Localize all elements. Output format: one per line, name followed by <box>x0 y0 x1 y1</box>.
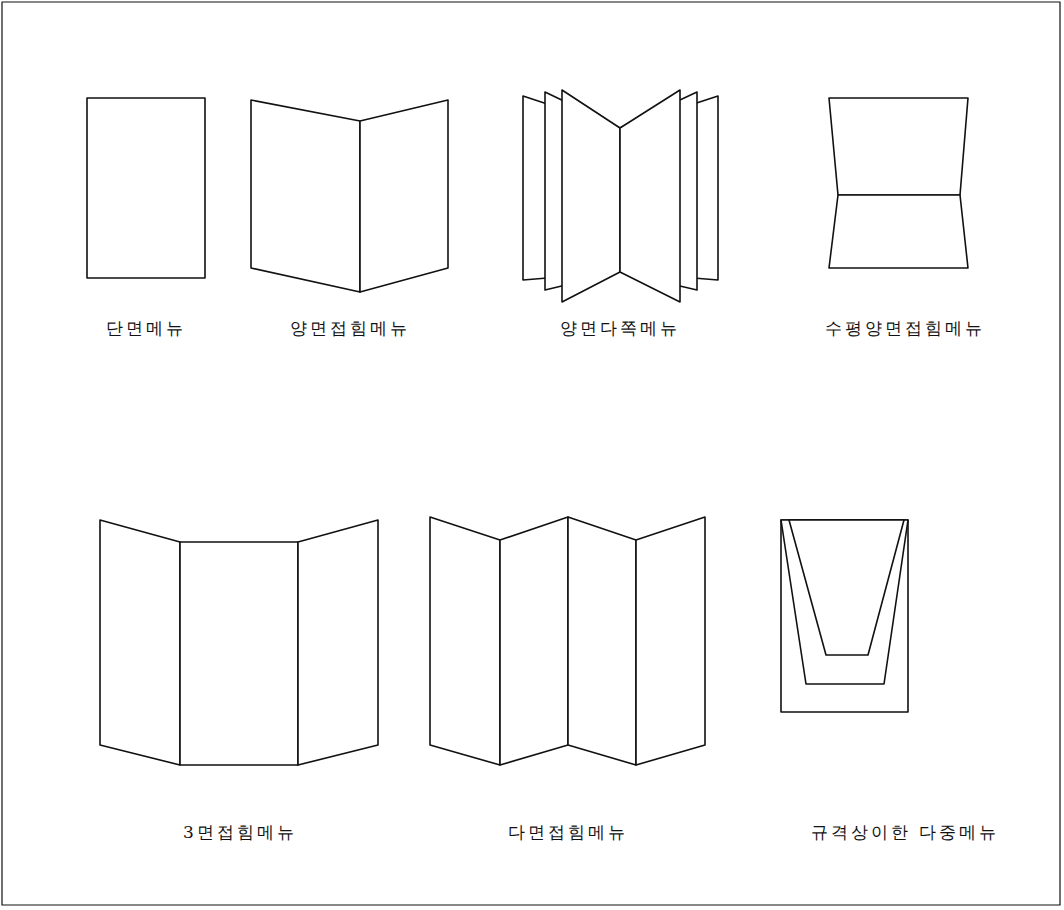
menu-type-label: 양면접힘메뉴 <box>290 318 410 338</box>
accordion-menu-shape <box>430 517 705 765</box>
trifold-menu-shape <box>100 520 378 765</box>
menu-type-label: 양면다쪽메뉴 <box>560 318 680 338</box>
menu-type-label: 다면접힘메뉴 <box>508 822 628 842</box>
menu-type-label: 수평양면접힘메뉴 <box>825 318 985 338</box>
menu-type-label: 단면메뉴 <box>106 318 186 338</box>
menu-type-label: 규격상이한 다중메뉴 <box>811 822 999 842</box>
menu-type-label: 3면접힘메뉴 <box>183 822 297 842</box>
layered-menu-shape <box>781 520 908 712</box>
bifold-menu-shape <box>251 100 448 292</box>
horizontal-bifold-menu-shape <box>829 98 968 268</box>
single-menu-shape <box>87 98 205 278</box>
multipage-menu-shape <box>523 90 718 302</box>
